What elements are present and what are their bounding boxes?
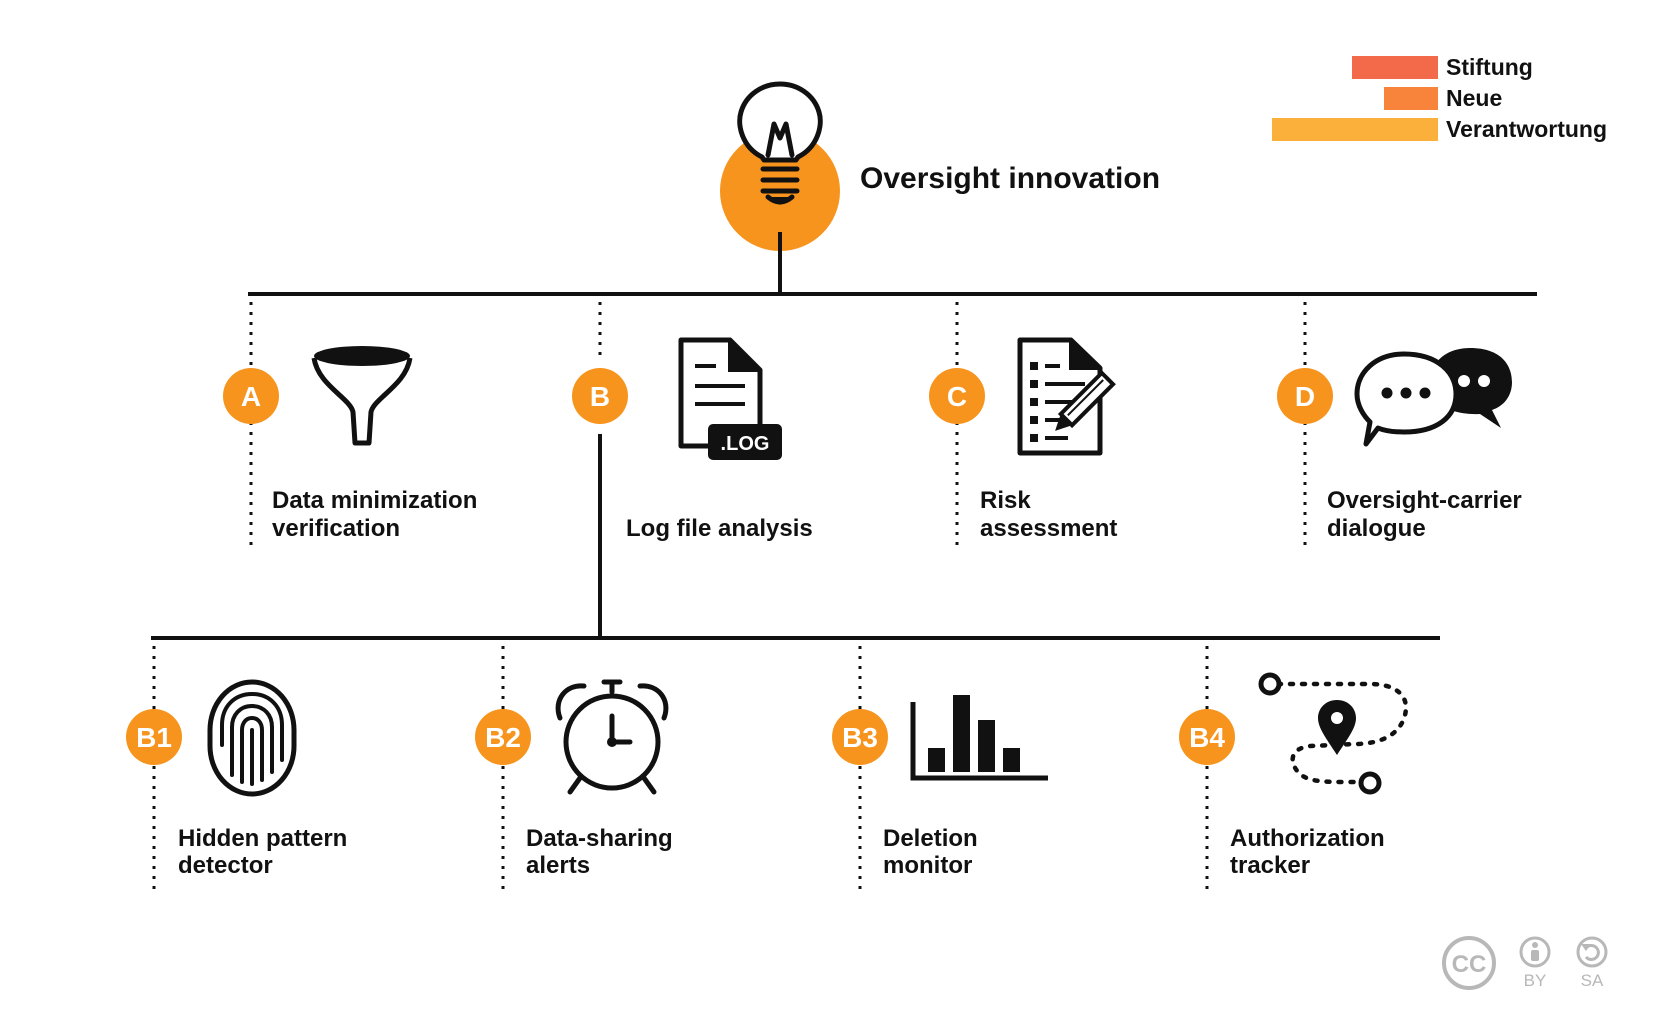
node-d-label-1: Oversight-carrier: [1327, 487, 1522, 514]
node-c-badge-label: C: [947, 381, 967, 412]
node-b4-label-2: tracker: [1230, 852, 1310, 879]
node-b-badge-label: B: [590, 381, 610, 412]
alarm-clock-icon: [555, 679, 669, 795]
node-c-label-2: assessment: [980, 515, 1117, 542]
fingerprint-icon: [207, 679, 297, 797]
node-b2-badge: [475, 709, 531, 765]
node-b2-label-2: alerts: [526, 852, 590, 879]
node-b1-badge: [126, 709, 182, 765]
node-b3-badge: [832, 709, 888, 765]
logo-bar-1: [1352, 56, 1438, 79]
node-a-badge-label: A: [241, 381, 261, 412]
node-b4-label-1: Authorization: [1230, 825, 1385, 852]
node-a: A Data minimization verification: [223, 302, 477, 552]
node-b2: B2 Data-sharing alerts: [475, 646, 673, 892]
route-pin-icon: [1258, 672, 1409, 795]
node-a-label-2: verification: [272, 515, 400, 542]
speech-bubbles-icon: [1354, 348, 1512, 447]
log-file-icon: .LOG: [678, 337, 782, 460]
checklist-pencil-icon: [1017, 337, 1116, 456]
funnel-icon: [311, 346, 413, 446]
alarm-clock-center: [607, 737, 617, 747]
node-c-badge: [929, 368, 985, 424]
node-b4-badge-label: B4: [1189, 722, 1225, 753]
node-b-badge: [572, 368, 628, 424]
lightbulb-icon: [737, 81, 823, 205]
by-icon: [1519, 936, 1551, 968]
node-b-label-2: Log file analysis: [626, 515, 813, 542]
sa-icon: [1576, 936, 1608, 968]
logo-bar-3: [1272, 118, 1438, 141]
node-b1-label-1: Hidden pattern: [178, 825, 347, 852]
node-b: B .LOG Log file analysis: [572, 302, 813, 638]
node-d-badge-label: D: [1295, 381, 1315, 412]
node-b2-badge-label: B2: [485, 722, 521, 753]
node-a-label-1: Data minimization: [272, 487, 477, 514]
node-b2-label-1: Data-sharing: [526, 825, 673, 852]
cc-icon: CC: [1442, 936, 1496, 990]
node-b3: B3 Deletion monitor: [832, 646, 1048, 892]
node-b4-badge: [1179, 709, 1235, 765]
node-b1-label-2: detector: [178, 852, 273, 879]
node-b3-label-2: monitor: [883, 852, 972, 879]
license: CC BY SA: [1442, 936, 1608, 990]
node-b4: B4 Authorization tracker: [1179, 646, 1409, 892]
sa-label: SA: [1581, 971, 1604, 990]
node-c: C Risk assessment: [929, 302, 1117, 552]
node-b3-label-1: Deletion: [883, 825, 978, 852]
node-a-badge: [223, 368, 279, 424]
node-d: D Oversight-carrier dialogue: [1277, 302, 1522, 552]
node-b3-badge-label: B3: [842, 722, 878, 753]
node-b1: B1 Hidden pattern detector: [126, 646, 347, 892]
logo-line-1: Stiftung: [1446, 54, 1533, 80]
root-node: Oversight innovation: [720, 81, 1160, 294]
cc-icon-text: CC: [1452, 951, 1487, 978]
node-c-label-1: Risk: [980, 487, 1031, 514]
node-d-label-2: dialogue: [1327, 515, 1426, 542]
node-b1-badge-label: B1: [136, 722, 172, 753]
root-title: Oversight innovation: [860, 162, 1160, 195]
logo-bar-2: [1384, 87, 1438, 110]
logo: Stiftung Neue Verantwortung: [1272, 54, 1607, 142]
logo-line-3: Verantwortung: [1446, 116, 1607, 142]
by-label: BY: [1524, 971, 1547, 990]
log-file-icon-text: .LOG: [721, 433, 770, 455]
bar-chart-icon: [910, 695, 1048, 781]
logo-line-2: Neue: [1446, 85, 1502, 111]
node-d-badge: [1277, 368, 1333, 424]
